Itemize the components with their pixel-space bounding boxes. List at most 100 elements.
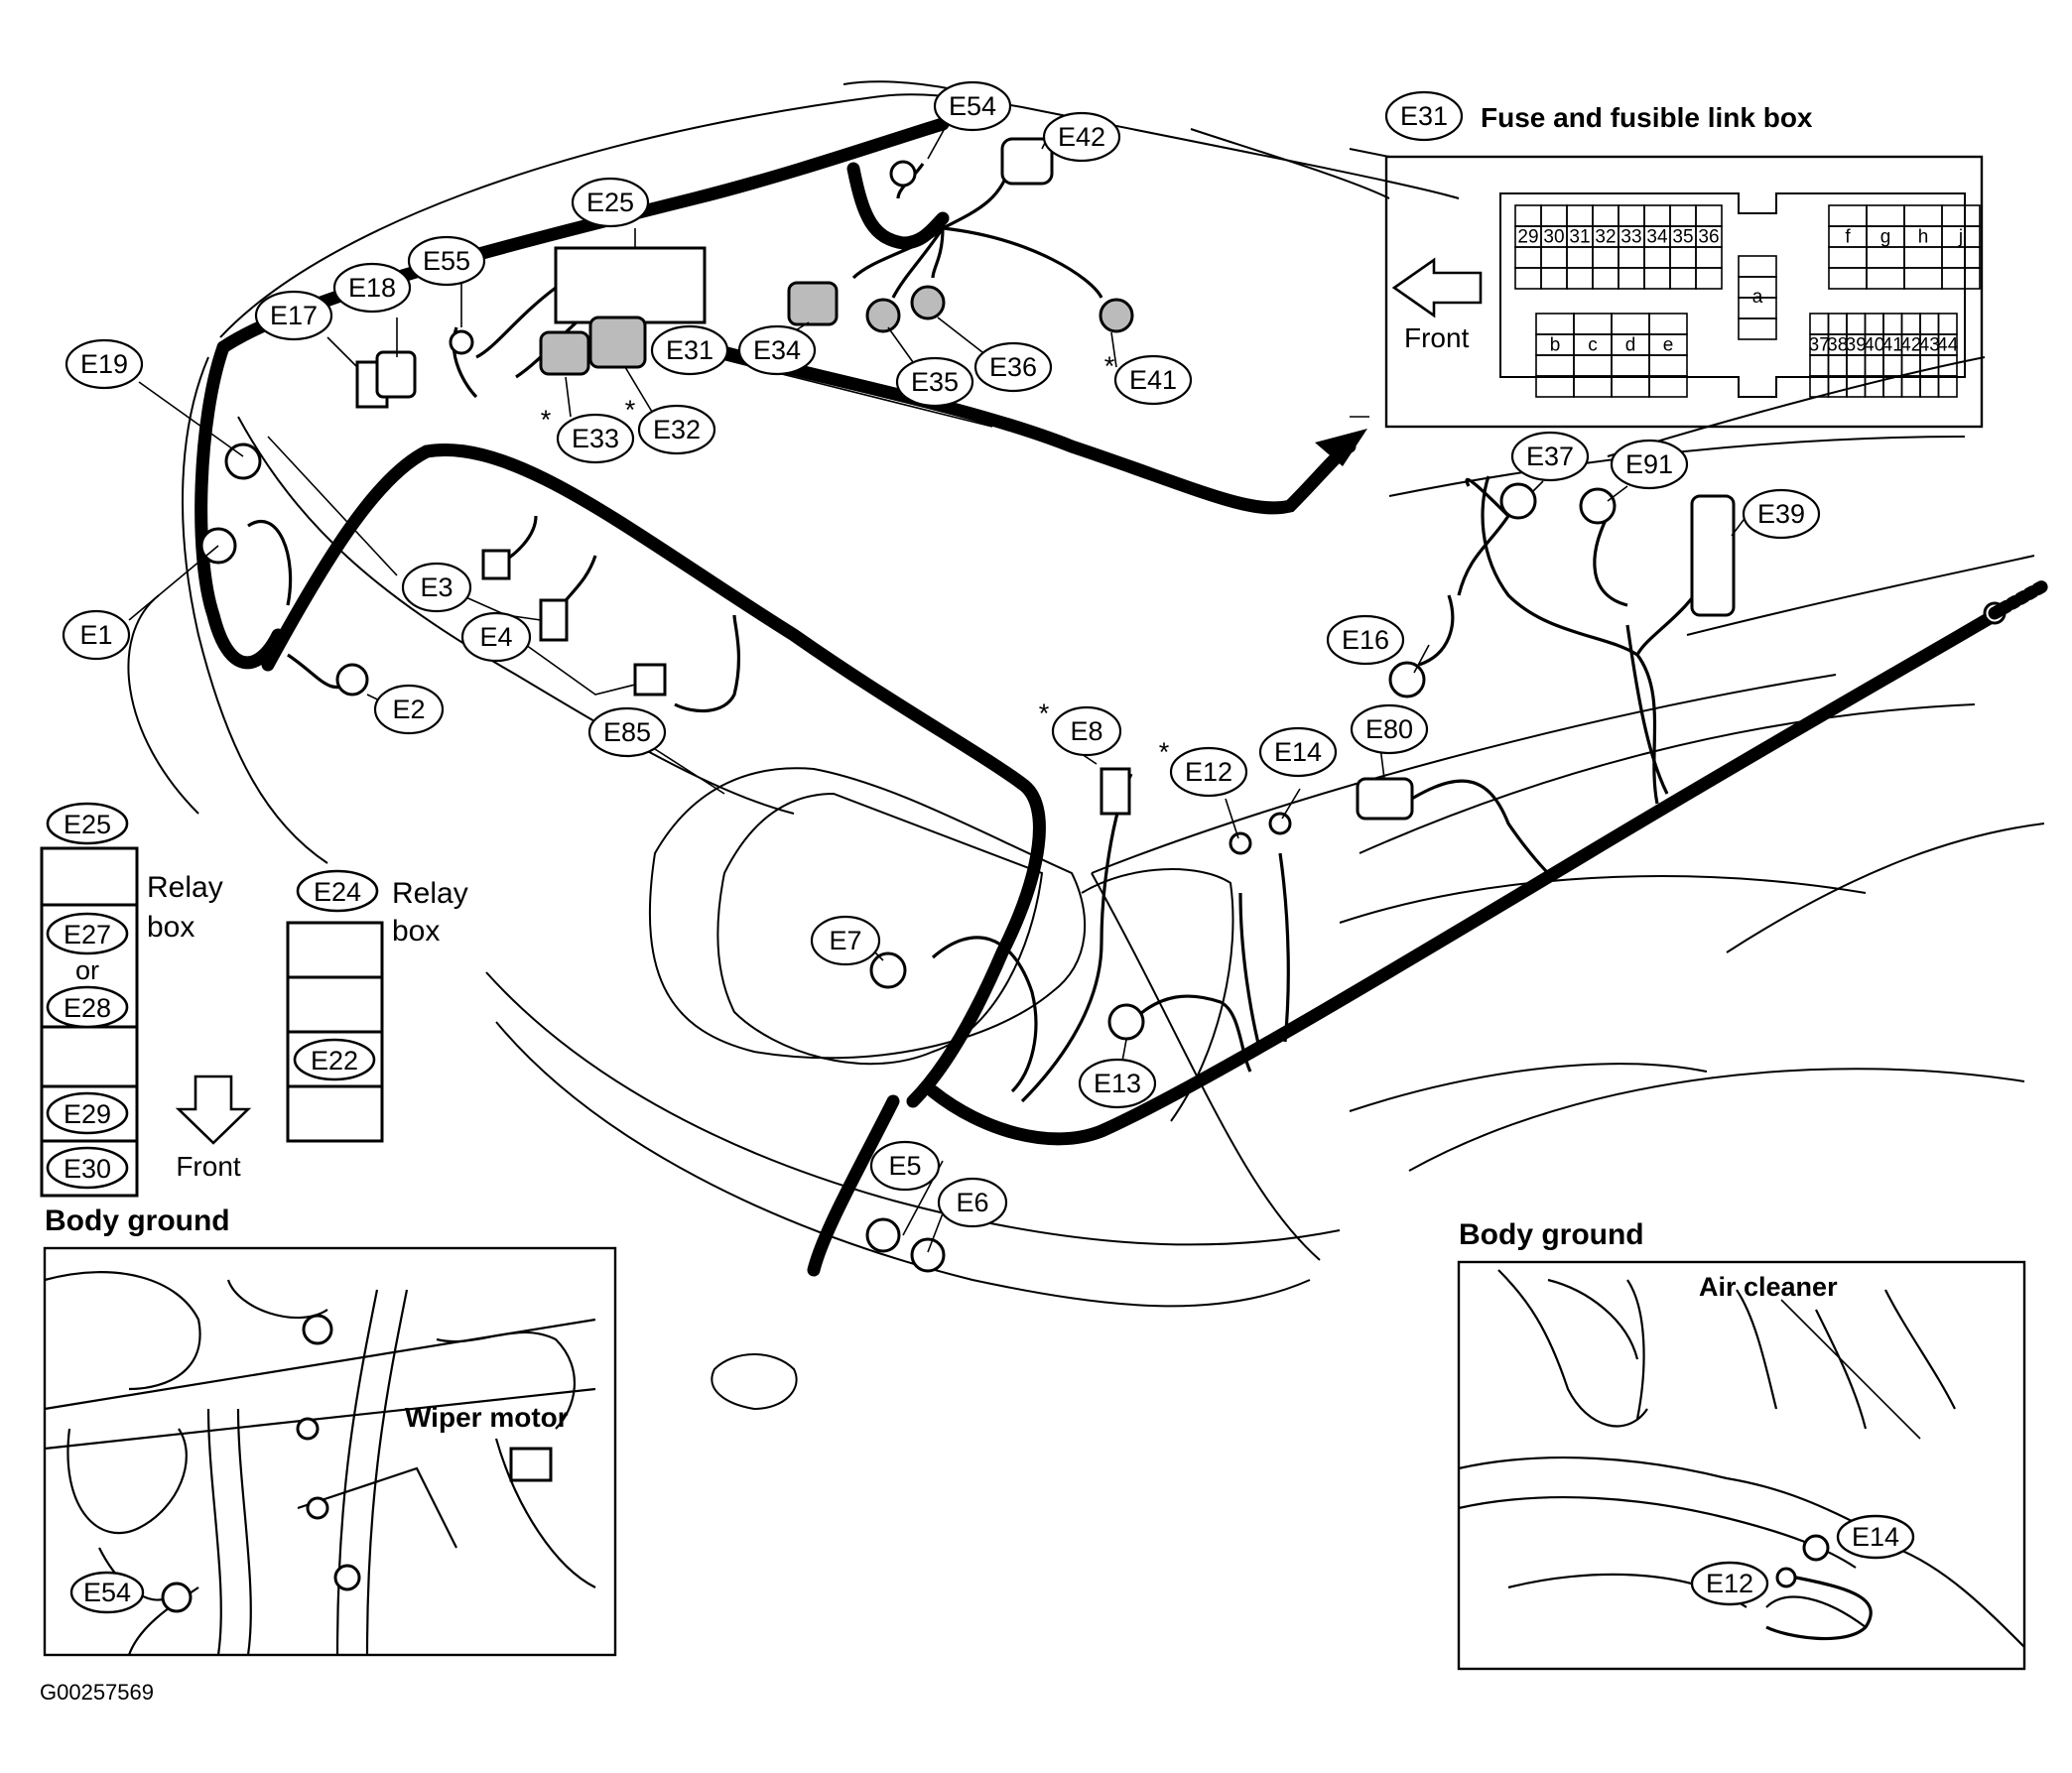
- fuse-cell-label: b: [1550, 335, 1561, 356]
- connector-e12-shape: [1229, 831, 1252, 855]
- label-e13: E13: [1078, 1058, 1157, 1109]
- label-e55: E55: [407, 235, 486, 287]
- label-e16: E16: [1326, 614, 1405, 666]
- fuse-cell: [1618, 267, 1645, 290]
- label-e35: E35: [895, 356, 974, 408]
- label-e4: E4: [460, 611, 532, 663]
- label-e37: E37: [1510, 431, 1590, 482]
- inset-left-title: Body ground: [45, 1204, 230, 1237]
- figure-id: G00257569: [40, 1680, 154, 1705]
- connector-e34-shape: [787, 281, 839, 326]
- svg-text:*: *: [1159, 737, 1170, 767]
- fuse-cell: [1535, 313, 1575, 335]
- connector-e42-shape: [1000, 137, 1054, 186]
- car-body-outline: [127, 80, 2045, 1411]
- fuse-cell: [1738, 255, 1777, 278]
- label-e5: E5: [869, 1140, 941, 1192]
- connector-e14-shape: [1268, 812, 1292, 835]
- connector-e33-shape: [539, 330, 590, 376]
- svg-text:box: box: [392, 915, 440, 948]
- fuse-cell: [1592, 267, 1619, 290]
- label-e34: E34: [737, 324, 817, 376]
- fuse-cell: [1937, 313, 1958, 335]
- connector-e54-shape: [889, 160, 917, 188]
- fuse-cell: [1618, 246, 1645, 269]
- fuse-cell: [1669, 267, 1697, 290]
- fuse-cell: [1919, 313, 1940, 335]
- label-e6: E6: [937, 1177, 1008, 1228]
- fuse-cell-label: 38: [1827, 335, 1848, 356]
- fuse-cell: [1828, 267, 1868, 290]
- svg-text:E33: E33: [572, 424, 619, 453]
- inset-left-wiper: Wiper motor: [405, 1402, 569, 1433]
- fuse-cell-label: 34: [1646, 227, 1668, 248]
- label-e41: *E41: [1104, 351, 1193, 406]
- connector-e85-shape: [633, 663, 667, 697]
- label-e85: E85: [587, 706, 667, 758]
- svg-text:E30: E30: [64, 1154, 111, 1184]
- svg-text:E13: E13: [1094, 1069, 1141, 1098]
- label-e31: E31: [650, 324, 729, 376]
- svg-text:E17: E17: [270, 301, 318, 330]
- fuse-cell: [1643, 246, 1671, 269]
- fuse-cell: [1941, 204, 1981, 227]
- fuse-cell-label: g: [1880, 227, 1891, 248]
- svg-text:E22: E22: [311, 1046, 358, 1076]
- label-e1: E1: [62, 609, 131, 661]
- fuse-cell-label: 33: [1620, 227, 1641, 248]
- svg-text:E39: E39: [1757, 499, 1805, 529]
- fuse-cell-label: c: [1588, 335, 1598, 356]
- svg-text:E16: E16: [1342, 625, 1389, 655]
- label-e17: E17: [254, 290, 333, 341]
- fuse-cell: [1846, 313, 1867, 335]
- inset-right-title: Body ground: [1459, 1218, 1644, 1251]
- svg-text:E28: E28: [64, 993, 111, 1023]
- inset-right-air: Air cleaner: [1699, 1272, 1838, 1302]
- connector-e7-shape: [869, 951, 907, 989]
- connector-e55-shape: [449, 329, 474, 355]
- svg-text:E4: E4: [479, 622, 512, 652]
- inset-body-ground-right: Body ground Air cleaner E14 E12: [1457, 1218, 2026, 1671]
- fuse-cell: [1827, 354, 1848, 377]
- fuse-cell: [1882, 354, 1903, 377]
- label-e80: E80: [1350, 703, 1429, 755]
- fuse-cell-label: 30: [1543, 227, 1564, 248]
- svg-text:E41: E41: [1129, 365, 1177, 395]
- svg-text:E54: E54: [949, 91, 996, 121]
- label-e19: E19: [65, 338, 144, 390]
- fuse-cell-label: 40: [1864, 335, 1884, 356]
- fuse-cell: [1903, 246, 1943, 269]
- svg-text:E55: E55: [423, 246, 470, 276]
- fuse-cell: [1903, 267, 1943, 290]
- fuse-cell-label: e: [1663, 335, 1674, 356]
- fuse-cell: [1540, 204, 1568, 227]
- svg-text:E91: E91: [1625, 449, 1673, 479]
- svg-text:E29: E29: [64, 1099, 111, 1129]
- svg-text:*: *: [541, 405, 552, 435]
- fuse-cell: [1643, 204, 1671, 227]
- label-e7: E7: [810, 915, 881, 966]
- fuse-cell: [1937, 375, 1958, 398]
- fuse-cell: [1809, 313, 1830, 335]
- connector-e16-shape: [1388, 661, 1426, 698]
- fuse-cell: [1648, 313, 1688, 335]
- connector-e32-shape: [588, 316, 647, 369]
- fuse-cell-label: 41: [1882, 335, 1903, 356]
- fuse-cell: [1903, 204, 1943, 227]
- svg-text:E14: E14: [1274, 737, 1322, 767]
- fuse-cell: [1669, 204, 1697, 227]
- fuse-cell: [1618, 204, 1645, 227]
- connector-e2-shape: [335, 663, 369, 697]
- label-e42: E42: [1042, 111, 1121, 163]
- svg-text:E7: E7: [829, 926, 861, 955]
- connector-e13-shape: [1107, 1003, 1145, 1041]
- fuse-cell-label: 39: [1846, 335, 1867, 356]
- svg-text:E35: E35: [911, 367, 959, 397]
- svg-text:box: box: [147, 911, 194, 944]
- label-e32: *E32: [625, 395, 716, 455]
- svg-text:E3: E3: [420, 572, 453, 602]
- fuse-cell-label: h: [1918, 227, 1929, 248]
- fuse-cell-label: 35: [1672, 227, 1693, 248]
- fuse-box-frame: [1384, 155, 1984, 429]
- fuse-cell: [1941, 246, 1981, 269]
